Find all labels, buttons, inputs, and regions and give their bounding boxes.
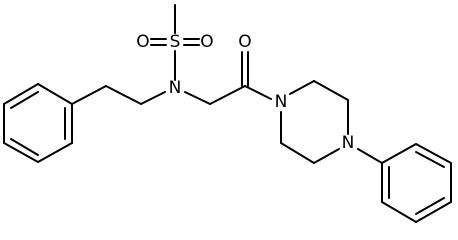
left-ring-bond-3 — [3, 142, 39, 163]
bond-n-ch2-left — [140, 91, 166, 105]
right-ring-bond-5 — [381, 201, 417, 223]
right-ring-bond-1 — [381, 143, 417, 164]
atom-label-sulfonyl-oxygen-right: O — [200, 32, 213, 52]
piperazine-bond-4 — [313, 148, 340, 164]
atom-label-layer: S O O N O N N — [136, 32, 354, 153]
left-ring-bond-6 — [37, 83, 73, 105]
bond-ch2-carbonyl — [209, 85, 246, 105]
left-ring-double-2 — [10, 138, 39, 156]
right-ring-double-1 — [415, 151, 445, 168]
piperazine-bond-2 — [313, 80, 349, 101]
left-ring-bond-5 — [3, 83, 39, 105]
atom-label-piperazine-n1: N — [275, 92, 288, 112]
bond-carbonyl-n — [244, 85, 272, 100]
left-ring-double-3 — [10, 91, 39, 109]
bond-n-ch2-right — [184, 91, 211, 105]
atom-label-sulfur: S — [170, 32, 181, 52]
bond-n-phenyl — [357, 148, 383, 164]
atom-label-piperazine-n4: N — [342, 133, 355, 153]
piperazine-bond-1 — [289, 80, 315, 95]
right-ring-bond-4 — [415, 201, 452, 223]
molecule-diagram: S O O N O N N — [3, 4, 452, 223]
piperazine-bond-5 — [280, 142, 315, 164]
right-ring-bond-2 — [415, 143, 452, 164]
bond-layer — [3, 4, 452, 223]
bond-ch2-phenyl — [71, 85, 107, 105]
atom-label-carbonyl-oxygen: O — [238, 32, 251, 52]
atom-label-amide-nitrogen: N — [169, 78, 182, 98]
bond-ch2-ch2 — [105, 85, 142, 105]
left-ring-bond-2 — [37, 142, 73, 163]
right-ring-double-2 — [415, 197, 445, 215]
atom-label-sulfonyl-oxygen-left: O — [136, 32, 149, 52]
